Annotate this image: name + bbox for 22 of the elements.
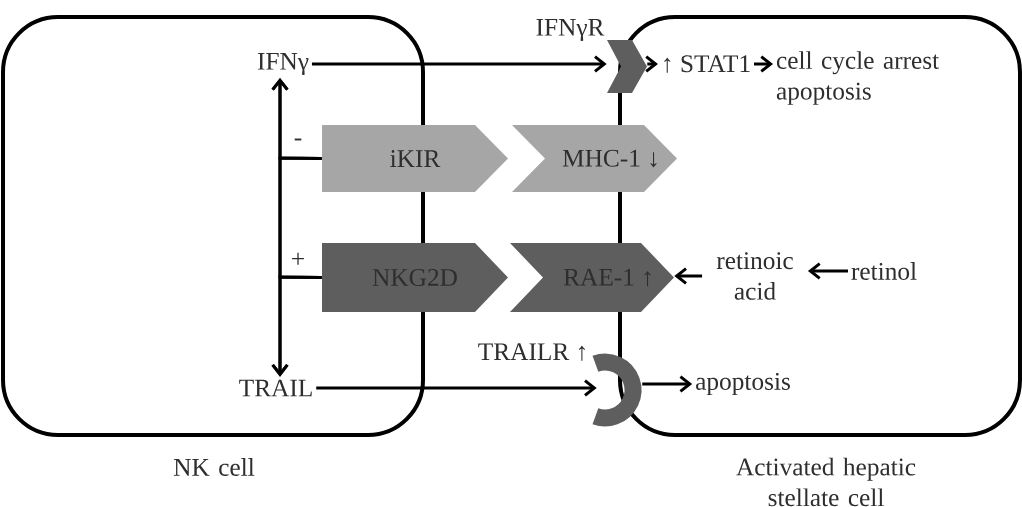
label-text: TRAIL <box>239 379 312 397</box>
arrow <box>754 55 774 73</box>
label-text: ↑ STAT1 <box>664 55 750 73</box>
receptor-label: IFNγR <box>536 19 605 41</box>
label-text: retinoic acid <box>716 252 793 300</box>
arrow <box>316 379 597 397</box>
receptor-arc <box>592 353 642 427</box>
label-text: IFNγ <box>257 53 309 75</box>
label-text: retinol <box>851 262 917 280</box>
arrow <box>807 262 848 280</box>
receptor-shape <box>607 40 647 93</box>
label-text: cell cycle arrest apoptosis <box>776 51 939 105</box>
arrow <box>642 375 693 393</box>
arrow <box>271 275 322 377</box>
cell-caption: NK cell <box>173 458 255 476</box>
label-text: apoptosis <box>696 372 790 396</box>
sign-label: + <box>289 251 307 269</box>
sign-label: - <box>292 137 304 147</box>
arrow <box>311 55 607 73</box>
arrow <box>674 267 703 285</box>
receptor-label: TRAILR ↑ <box>478 343 585 361</box>
cell-caption: Activated hepatic stellate cell <box>736 457 916 507</box>
